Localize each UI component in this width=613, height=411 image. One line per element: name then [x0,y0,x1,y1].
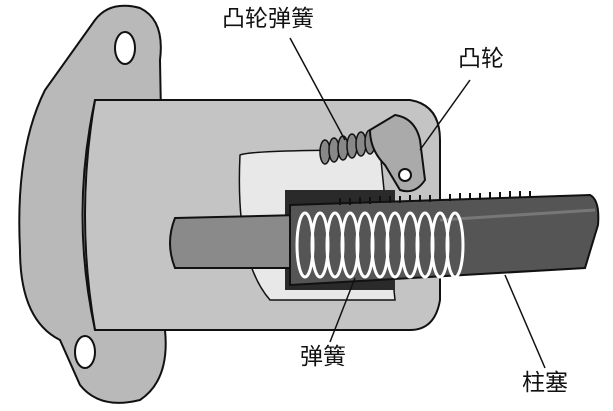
plunger-shaft [169,213,301,269]
rack-teeth [339,191,531,205]
spring-coils [295,211,465,279]
label-cam: 凸轮 [458,46,504,72]
label-plunger: 柱塞 [522,370,568,396]
cam-spring [319,129,376,165]
leader-lines [289,37,546,369]
plunger [289,193,600,287]
label-cam-spring: 凸轮弹簧 [222,6,314,32]
flange-hole-top [114,31,136,65]
flange-hole-bottom [74,335,96,369]
label-spring: 弹簧 [300,344,346,370]
